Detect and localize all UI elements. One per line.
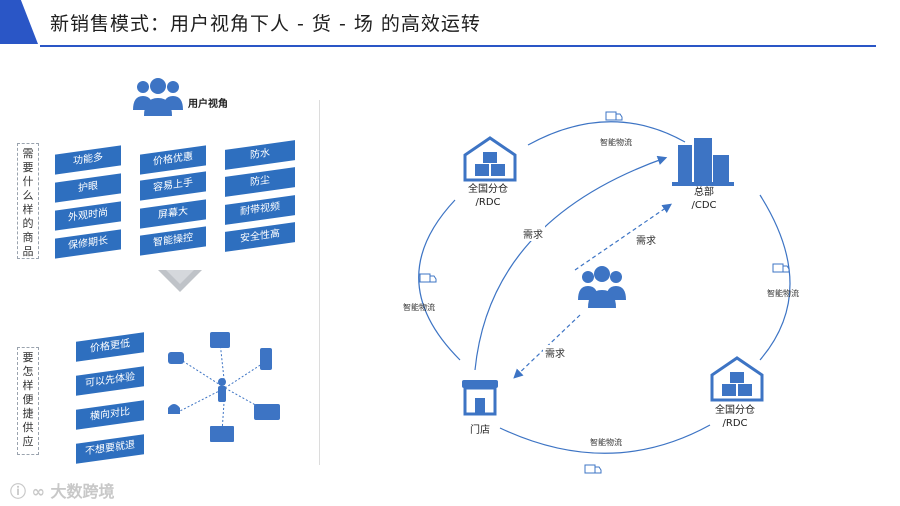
supply-label: 要怎样便捷供应: [17, 347, 39, 455]
node-line: 总部: [694, 187, 714, 198]
store-icon: [462, 380, 498, 416]
logistics-label: 智能物流: [403, 303, 435, 312]
title-accent-bar: [0, 0, 38, 44]
logistics-label: 智能物流: [600, 138, 632, 147]
need-goods-text: 需要什么样的商品: [22, 147, 34, 258]
need-tag: 智能操控: [140, 226, 206, 256]
bottom-right-node-label: 全国分仓 /RDC: [705, 404, 765, 430]
warehouse-icon: [710, 356, 764, 402]
store-label: 门店: [470, 425, 490, 436]
node-line: /CDC: [691, 200, 717, 211]
supply-tag: 横向对比: [76, 400, 144, 430]
demand-label: 需求: [634, 232, 658, 247]
watermark-logo: ⓘ ∞ 大数跨境: [10, 478, 115, 502]
warehouse-icon: [463, 136, 517, 182]
need-tag: 价格优惠: [140, 145, 206, 175]
node-line: /RDC: [475, 197, 501, 208]
need-goods-label: 需要什么样的商品: [17, 143, 39, 259]
need-tag: 防尘: [225, 167, 295, 197]
truck-icon: [419, 273, 437, 283]
supply-tag: 不想要就退: [76, 434, 144, 464]
need-tag: 安全性高: [225, 222, 295, 252]
truck-icon: [772, 263, 790, 273]
users-icon: [133, 78, 183, 116]
watermark-text: 大数跨境: [50, 482, 115, 501]
node-line: /RDC: [722, 418, 748, 429]
need-tag: 护眼: [55, 173, 121, 203]
need-tag: 外观时尚: [55, 201, 121, 231]
logistics-label: 智能物流: [590, 438, 622, 447]
logistics-label: 智能物流: [767, 289, 799, 298]
node-line: 全国分仓: [468, 184, 508, 195]
logistics-cycle-diagram: [418, 111, 791, 474]
demand-label: 需求: [521, 226, 545, 241]
top-left-node-label: 全国分仓 /RDC: [458, 183, 518, 209]
truck-icon: [605, 111, 623, 121]
node-line: 全国分仓: [715, 405, 755, 416]
need-tag: 防水: [225, 140, 295, 170]
need-tag: 屏幕大: [140, 199, 206, 229]
title-underline: [40, 45, 876, 47]
chevron-down-icon: [158, 270, 202, 292]
truck-icon: [584, 464, 602, 474]
page-title: 新销售模式：用户视角下人 - 货 - 场 的高效运转: [50, 13, 481, 35]
users-icon: [578, 266, 626, 308]
need-tag: 保修期长: [55, 229, 121, 259]
supply-tag: 可以先体验: [76, 366, 144, 396]
headquarters-icon: [672, 138, 734, 186]
need-tag: 功能多: [55, 145, 121, 175]
supply-tag: 价格更低: [76, 332, 144, 362]
top-right-node-label: 总部 /CDC: [676, 186, 732, 212]
user-view-label: 用户视角: [188, 99, 228, 110]
supply-text: 要怎样便捷供应: [22, 351, 34, 448]
panel-divider: [319, 100, 320, 465]
need-tag: 耐带视频: [225, 195, 295, 225]
need-tag: 容易上手: [140, 171, 206, 201]
omnichannel-hub-diagram: [168, 332, 280, 442]
demand-label: 需求: [543, 345, 567, 360]
watermark-icon: ⓘ ∞: [10, 482, 51, 501]
